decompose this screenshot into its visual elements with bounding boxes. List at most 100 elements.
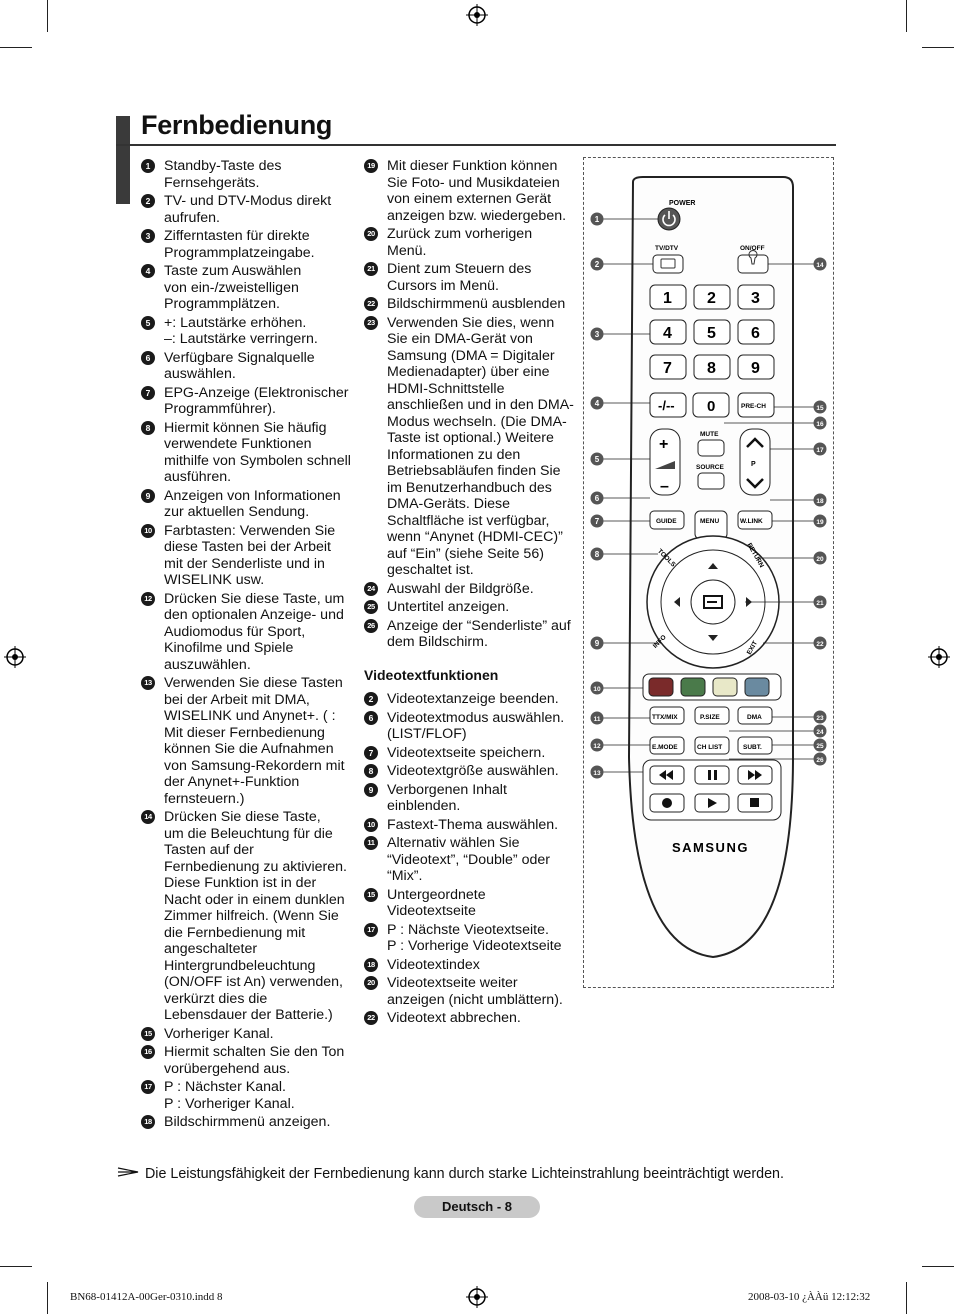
color-key-button xyxy=(680,677,706,697)
wlink-label: W.LINK xyxy=(740,518,763,525)
digit-0-label: 0 xyxy=(707,398,715,415)
item-number-badge: 23 xyxy=(364,315,378,330)
tvdtv-label: TV/DTV xyxy=(655,245,679,252)
callout-markers: 1234567891011121314151617181920212223242… xyxy=(590,212,827,779)
item-lead-text: Taste zum Auswählen xyxy=(164,263,302,279)
callout-number: 16 xyxy=(816,421,824,428)
dash-label: -/-- xyxy=(658,398,675,413)
item-text: P : Nächste Vieotextseite. P : Vorherige… xyxy=(387,921,562,955)
item-lead-text: Verwenden Sie dies, wenn xyxy=(387,314,555,331)
callout-badge xyxy=(813,595,827,609)
digit-7-label: 7 xyxy=(663,360,672,377)
crop-mark xyxy=(922,1266,954,1267)
registration-mark-icon xyxy=(466,4,488,26)
psize-button xyxy=(694,706,730,725)
item-lead-text: Verwenden Sie diese Tasten xyxy=(164,675,343,691)
page-footer: Deutsch - 8 xyxy=(414,1196,540,1218)
tv-icon xyxy=(660,258,676,269)
item-number-badge: 8 xyxy=(364,764,378,778)
callout-badge xyxy=(813,752,827,766)
item-number-badge: 17 xyxy=(141,1080,155,1094)
item-detail-text: den optionalen Anzeige- und Audiomodus f… xyxy=(164,607,344,673)
pause-button xyxy=(694,765,730,785)
callout-badge xyxy=(590,396,604,410)
emode-button xyxy=(649,736,685,755)
callout-badge xyxy=(590,711,604,725)
callout-badge xyxy=(590,452,604,466)
chlist-label: CH LIST xyxy=(697,744,722,751)
guide-label: GUIDE xyxy=(656,518,677,525)
item-number-badge: 19 xyxy=(364,159,378,173)
callout-badge xyxy=(813,710,827,724)
item-lead-text: Vorheriger Kanal. xyxy=(164,1025,274,1042)
item-text: Videotextseite speichern. xyxy=(387,744,546,761)
item-number-badge: 6 xyxy=(141,350,155,365)
color-key-button xyxy=(744,677,770,697)
callout-badge xyxy=(590,212,604,226)
item-number-badge: 4 xyxy=(141,264,155,278)
record-icon xyxy=(662,798,672,808)
item-number-badge: 10 xyxy=(141,523,155,538)
callout-number: 11 xyxy=(594,716,601,723)
callout-number: 4 xyxy=(595,399,600,408)
item-detail-text: verwendete Funktionen mithilfe von Symbo… xyxy=(164,436,351,485)
callout-number: 13 xyxy=(593,770,601,777)
item-number-badge: 11 xyxy=(364,836,378,850)
item-lead-text: Zurück zum vorherigen xyxy=(387,226,533,242)
item-lead-text: Drücken Sie diese Taste, um xyxy=(164,590,345,607)
digit-5-label: 5 xyxy=(707,325,716,342)
item-text: Fastext-Thema auswählen. xyxy=(387,816,559,833)
note-text: Die Leistungsfähigkeit der Fernbedienung… xyxy=(144,1166,784,1182)
guide-button xyxy=(649,510,685,530)
callout-badge xyxy=(590,491,604,505)
item-number-badge: 21 xyxy=(364,262,378,276)
callout-badge xyxy=(813,636,827,650)
title-accent-bar xyxy=(116,116,130,204)
title-rule xyxy=(116,144,836,146)
item-lead-text: Untertitel anzeigen. xyxy=(387,599,510,615)
volume-wedge-icon xyxy=(655,461,675,469)
item-detail-text: P : Vorheriger Kanal. xyxy=(164,1095,295,1112)
callout-badge xyxy=(813,738,827,752)
prech-label: PRE-CH xyxy=(741,403,766,410)
item-text: Alternativ wählen Sie “Videotext”, “Doub… xyxy=(387,835,550,884)
callout-number: 20 xyxy=(816,556,824,563)
menu-button xyxy=(694,510,728,540)
callout-number: 7 xyxy=(595,517,600,526)
item-number-badge: 15 xyxy=(364,887,378,902)
item-detail-text: bei der Arbeit mit DMA, WISELINK und Any… xyxy=(164,691,345,807)
callout-number: 6 xyxy=(595,494,600,503)
digit-3-label: 3 xyxy=(751,290,760,307)
callout-badge xyxy=(590,257,604,271)
item-number-badge: 9 xyxy=(141,488,155,503)
digit-1-label: 1 xyxy=(663,290,672,307)
callout-number: 3 xyxy=(595,330,600,339)
item-number-badge: 5 xyxy=(141,315,155,330)
callout-number: 2 xyxy=(595,260,600,269)
digit-1-button xyxy=(649,284,687,310)
power-label: POWER xyxy=(669,200,695,207)
volume-up-icon: + xyxy=(659,436,668,453)
item-lead-text: Verfügbare Signalquelle xyxy=(164,349,315,366)
page-title: Fernbedienung xyxy=(141,110,333,140)
pause-icon xyxy=(708,770,717,780)
digit-3-button xyxy=(737,284,775,310)
rewind-icon xyxy=(659,770,673,780)
digit-9-label: 9 xyxy=(751,360,760,377)
item-number-badge: 7 xyxy=(364,745,378,760)
item-text: Videotextindex xyxy=(387,956,480,973)
